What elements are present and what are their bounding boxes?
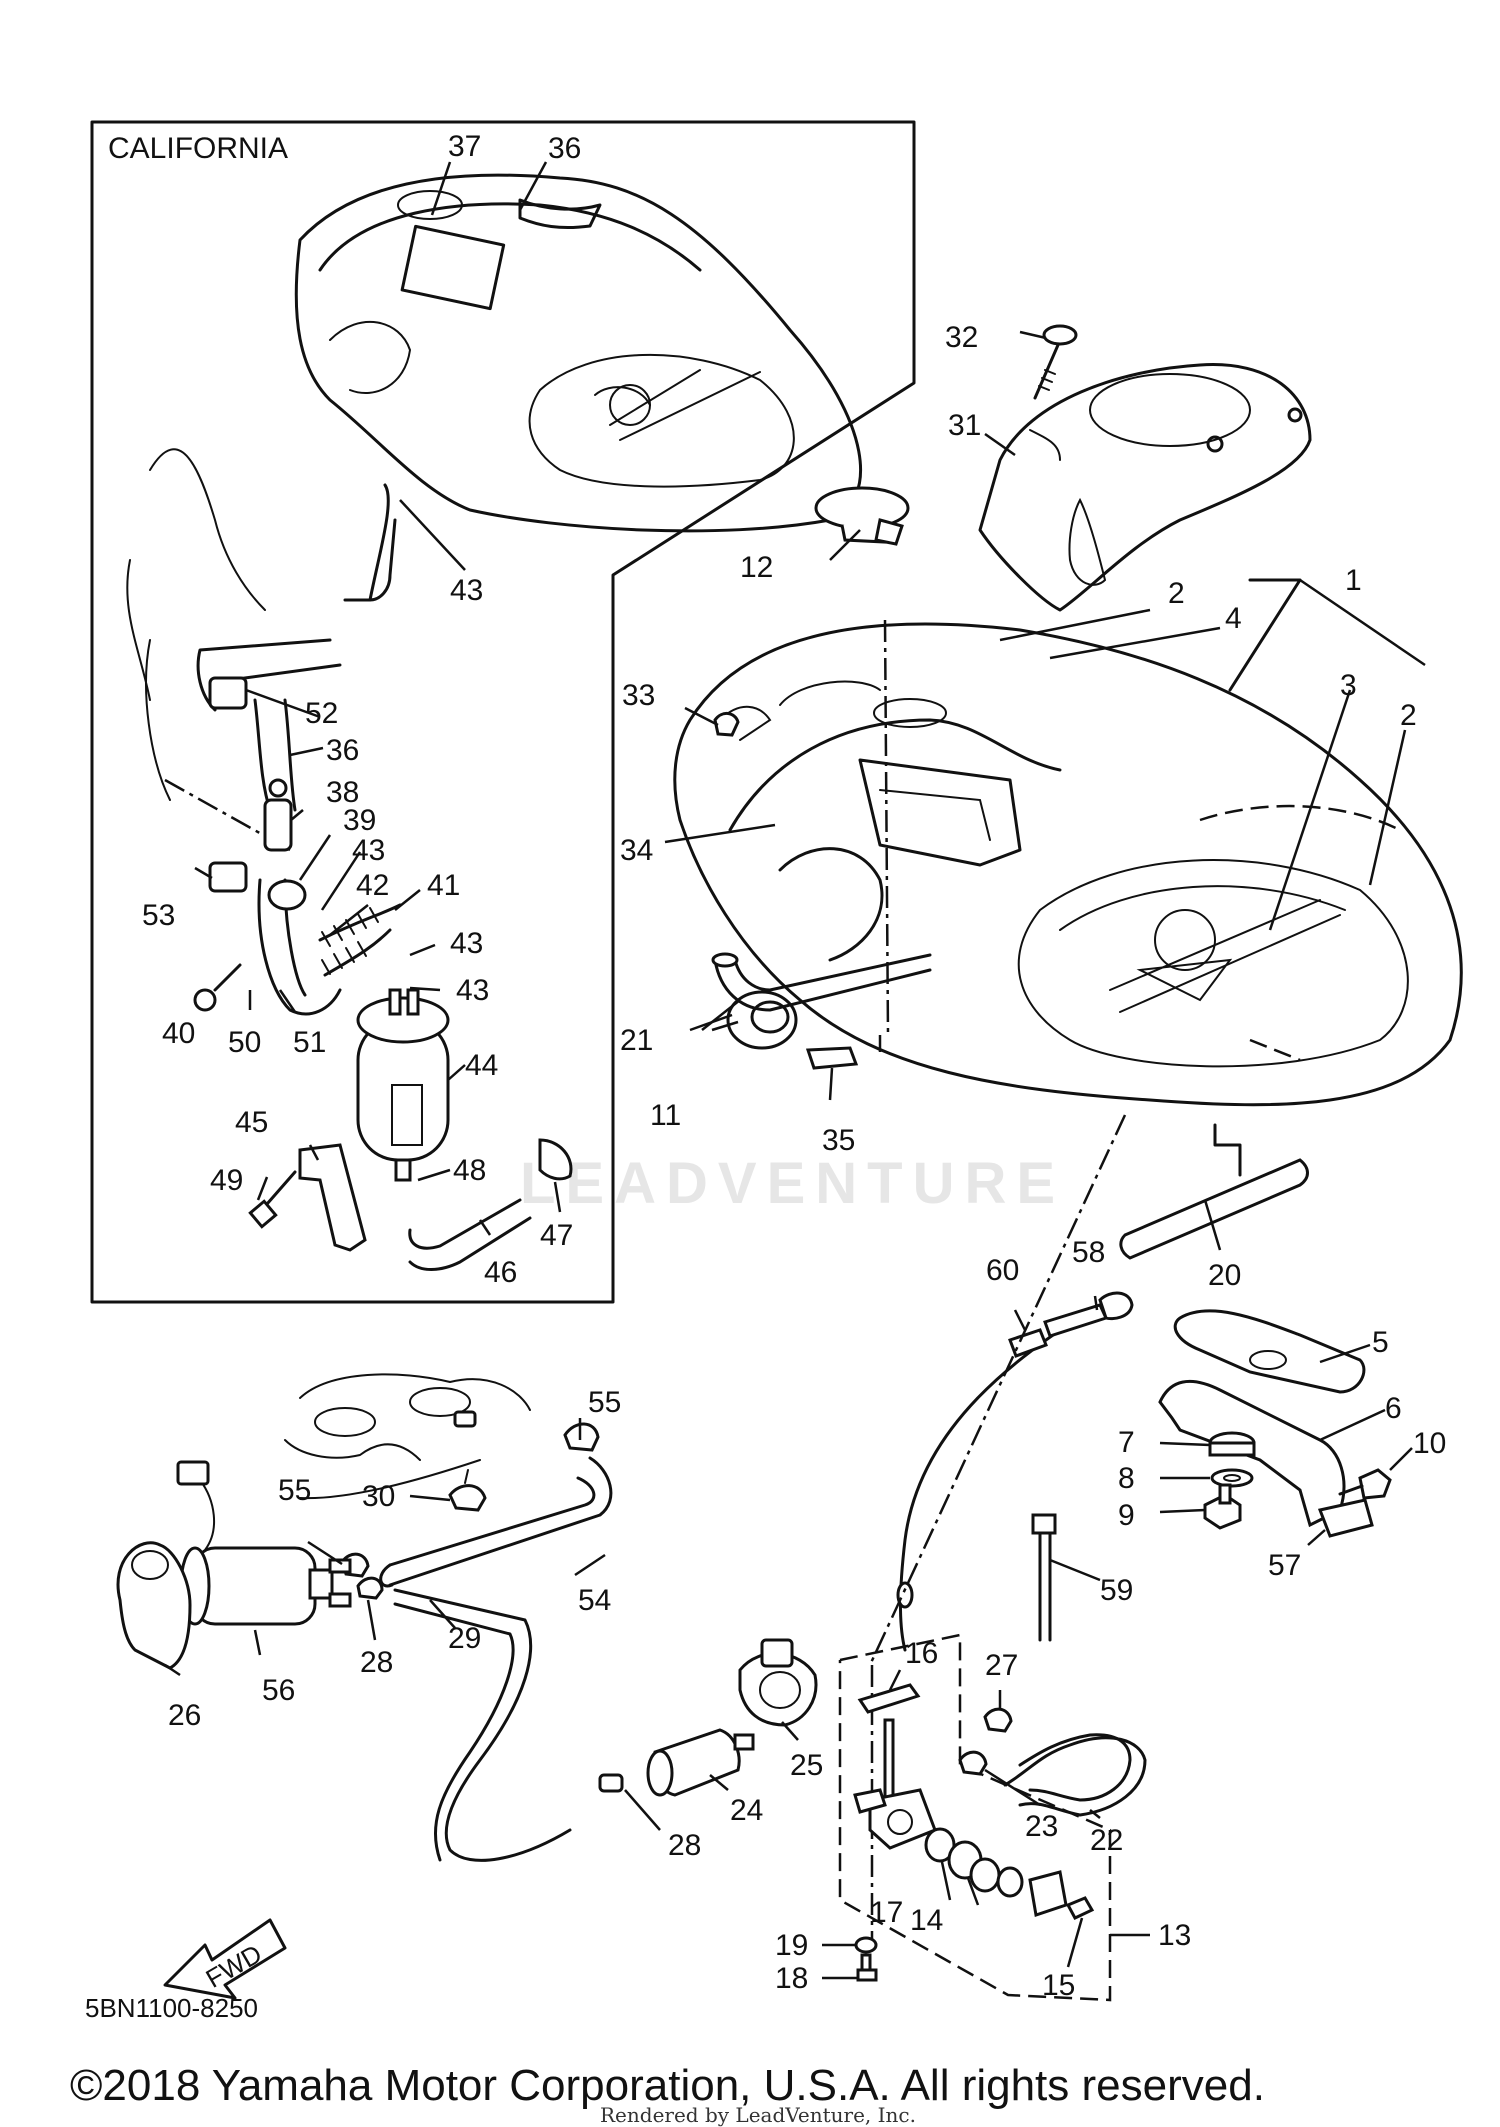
callout-56: 56: [262, 1674, 295, 1707]
callout-19: 19: [775, 1929, 808, 1962]
callout-57: 57: [1268, 1549, 1301, 1582]
callout-34: 34: [620, 834, 653, 867]
callout-38: 38: [326, 776, 359, 809]
callout-45: 45: [235, 1106, 268, 1139]
inset-fuel-filter: [356, 988, 450, 1182]
callout-2: 2: [1400, 699, 1417, 732]
callout-44: 44: [465, 1049, 498, 1082]
callout-30: 30: [362, 1480, 395, 1513]
inset-title: CALIFORNIA: [108, 132, 288, 165]
filler-cap: [814, 486, 910, 546]
callout-11: 11: [650, 1099, 681, 1132]
california-inset: CALIFORNIA: [90, 120, 916, 1304]
callout-43: 43: [352, 834, 385, 867]
callout-55: 55: [588, 1386, 621, 1419]
callout-48: 48: [453, 1154, 486, 1187]
fuel-tank: [673, 622, 1463, 1107]
callout-27: 27: [985, 1649, 1018, 1682]
callout-43: 43: [456, 974, 489, 1007]
callout-17: 17: [870, 1896, 903, 1929]
callout-3: 3: [1340, 669, 1357, 702]
callout-16: 16: [905, 1637, 938, 1670]
callout-55: 55: [278, 1474, 311, 1507]
callout-33: 33: [622, 679, 655, 712]
callout-54: 54: [578, 1584, 611, 1617]
callout-26: 26: [168, 1699, 201, 1732]
callout-28: 28: [360, 1646, 393, 1679]
watermark: LEADVENTURE: [520, 1151, 1065, 1216]
callout-51: 51: [293, 1026, 326, 1059]
inset-fuel-tank: [294, 173, 862, 533]
callout-53: 53: [142, 899, 175, 932]
callout-15: 15: [1042, 1969, 1075, 2002]
callout-40: 40: [162, 1017, 195, 1050]
callout-4: 4: [1225, 602, 1242, 635]
callout-28: 28: [668, 1829, 701, 1862]
diagram-code: 5BN1100-8250: [85, 1993, 258, 2023]
callout-20: 20: [1208, 1259, 1241, 1292]
fuel-pump-area: [116, 1373, 613, 1862]
callout-58: 58: [1072, 1236, 1105, 1269]
callout-5: 5: [1372, 1326, 1389, 1359]
callout-25: 25: [790, 1749, 823, 1782]
callout-24: 24: [730, 1794, 763, 1827]
callout-31: 31: [948, 409, 981, 442]
callout-36: 36: [548, 132, 581, 165]
callout-21: 21: [620, 1024, 653, 1057]
callout-13: 13: [1158, 1919, 1191, 1952]
callout-49: 49: [210, 1164, 243, 1197]
callout-50: 50: [228, 1026, 261, 1059]
callout-43: 43: [450, 927, 483, 960]
callout-1: 1: [1345, 564, 1362, 597]
callout-36: 36: [326, 734, 359, 767]
callout-10: 10: [1413, 1427, 1446, 1460]
callout-18: 18: [775, 1962, 808, 1995]
callout-8: 8: [1118, 1462, 1135, 1495]
callout-42: 42: [356, 869, 389, 902]
callout-37: 37: [448, 130, 481, 163]
rendered-by: Rendered by LeadVenture, Inc.: [600, 2103, 916, 2127]
screw-32: [1033, 324, 1078, 400]
callout-12: 12: [740, 551, 773, 584]
callout-6: 6: [1385, 1392, 1402, 1425]
callout-59: 59: [1100, 1574, 1133, 1607]
callout-47: 47: [540, 1219, 573, 1252]
callout-39: 39: [343, 804, 376, 837]
leader-lines: [164, 161, 1426, 1980]
callout-43: 43: [450, 574, 483, 607]
callout-14: 14: [910, 1904, 943, 1937]
copyright: ©2018 Yamaha Motor Corporation, U.S.A. A…: [70, 2061, 1265, 2110]
callout-52: 52: [305, 697, 338, 730]
callout-7: 7: [1118, 1426, 1135, 1459]
callout-9: 9: [1118, 1499, 1135, 1532]
callout-35: 35: [822, 1124, 855, 1157]
callout-29: 29: [448, 1622, 481, 1655]
callout-23: 23: [1025, 1810, 1058, 1843]
callout-22: 22: [1090, 1824, 1123, 1857]
callout-41: 41: [427, 869, 460, 902]
callout-46: 46: [484, 1256, 517, 1289]
callout-numbers: 37 36 43 52 36 38 39 43 42 41 43 43 44 4…: [142, 130, 1446, 2002]
callout-32: 32: [945, 321, 978, 354]
tank-cover: [978, 363, 1312, 612]
fuel-cock-assembly: FWD: [163, 1633, 1147, 2002]
callout-2: 2: [1168, 577, 1185, 610]
callout-60: 60: [986, 1254, 1019, 1287]
